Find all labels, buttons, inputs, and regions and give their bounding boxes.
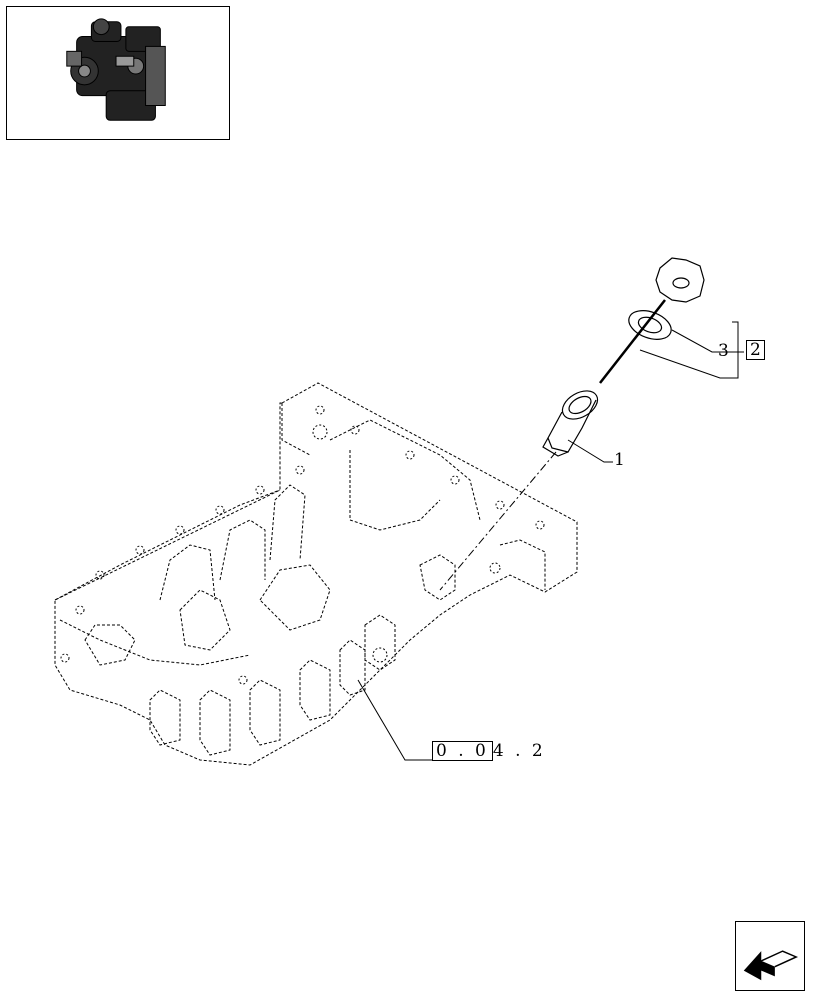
engine-thumbnail[interactable] xyxy=(6,6,230,140)
callout-part-1: 1 xyxy=(614,450,625,470)
reference-box: 0 . 0 xyxy=(432,741,493,761)
callout-part-3-reference[interactable]: 2 xyxy=(746,340,765,360)
back-button[interactable] xyxy=(735,921,805,991)
dipstick xyxy=(599,257,705,384)
oil-pan xyxy=(54,382,578,766)
dipstick-tube xyxy=(542,390,599,457)
callout-part-3: 3 xyxy=(718,341,729,361)
arrow-left-icon xyxy=(743,950,799,981)
engine-thumbnail-icon xyxy=(66,18,166,121)
reference-tail: 4 . 2 xyxy=(492,741,546,761)
reference-box: 2 xyxy=(746,340,765,360)
